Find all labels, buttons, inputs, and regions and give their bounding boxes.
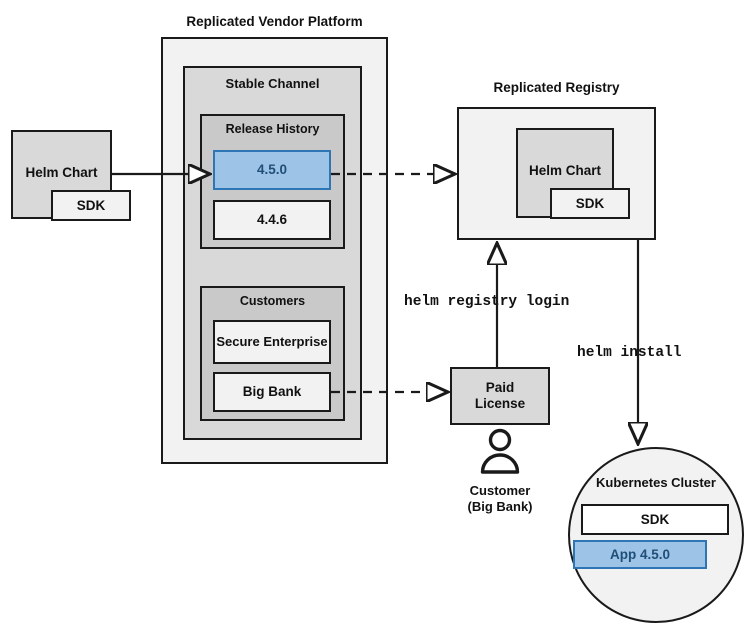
customers-label: Customers xyxy=(239,294,306,308)
helm-registry-login-command: helm registry login xyxy=(404,294,570,310)
kubernetes-cluster-circle xyxy=(568,447,744,623)
release-version-label: 4.4.6 xyxy=(256,212,288,228)
cluster-component-app: App 4.5.0 xyxy=(573,540,707,569)
cluster-component-label: App 4.5.0 xyxy=(609,546,671,562)
customer-name-label: Secure Enterprise xyxy=(216,333,328,349)
release-item-4-5-0[interactable]: 4.5.0 xyxy=(213,150,331,190)
cluster-component-sdk: SDK xyxy=(581,504,729,535)
registry-sdk-label: SDK xyxy=(575,195,605,211)
release-history-label: Release History xyxy=(225,122,320,136)
customer-caption: Customer (Big Bank) xyxy=(425,483,575,514)
release-item-4-4-6[interactable]: 4.4.6 xyxy=(213,200,331,240)
helm-install-command: helm install xyxy=(577,345,682,361)
customer-caption-line2: (Big Bank) xyxy=(467,498,533,514)
customer-item-secure-enterprise[interactable]: Secure Enterprise xyxy=(213,320,331,364)
source-helm-chart-label: Helm Chart xyxy=(25,165,98,180)
paid-license-label-line1: Paid xyxy=(485,380,515,396)
customer-name-label: Big Bank xyxy=(242,384,302,400)
paid-license-box: Paid License xyxy=(450,367,550,425)
kubernetes-cluster-label: Kubernetes Cluster xyxy=(596,475,716,490)
customer-caption-line1: Customer xyxy=(469,483,531,498)
registry-title: Replicated Registry xyxy=(493,80,620,95)
registry-helm-chart-label: Helm Chart xyxy=(528,163,601,178)
release-version-label: 4.5.0 xyxy=(256,162,288,178)
cluster-component-label: SDK xyxy=(640,511,670,527)
platform-title: Replicated Vendor Platform xyxy=(186,14,363,29)
paid-license-label-line2: License xyxy=(474,396,526,411)
source-sdk-box: SDK xyxy=(51,190,131,221)
source-sdk-label: SDK xyxy=(76,197,106,213)
registry-sdk-box: SDK xyxy=(550,188,630,219)
customer-person-icon xyxy=(480,428,520,474)
customer-item-big-bank[interactable]: Big Bank xyxy=(213,372,331,412)
stable-channel-label: Stable Channel xyxy=(225,76,320,91)
